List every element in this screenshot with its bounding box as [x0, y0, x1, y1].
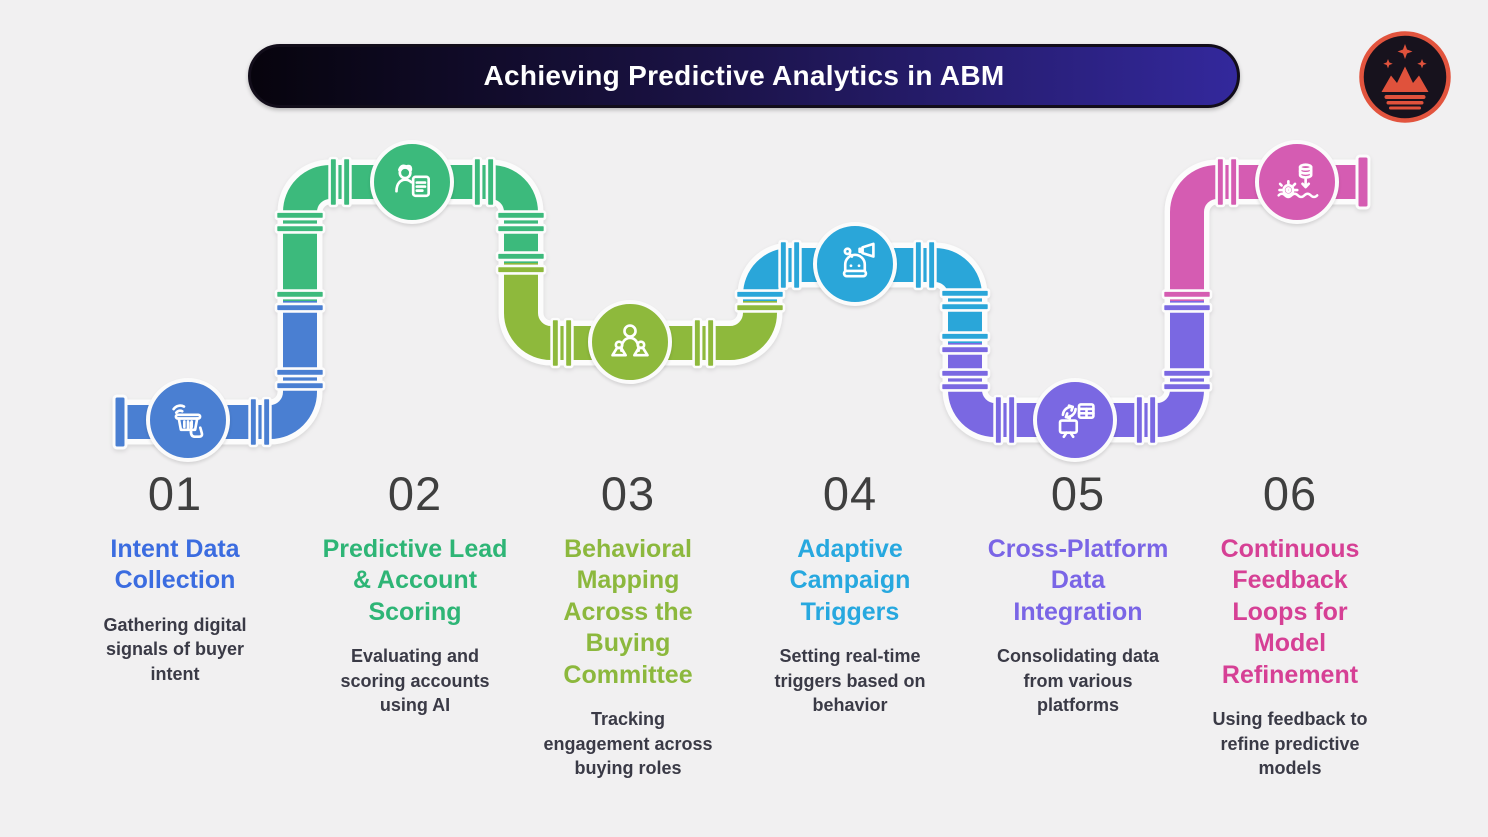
intent-signals-basket-icon	[172, 404, 204, 438]
step1-node	[146, 378, 230, 462]
step4-description: Setting real-time triggers based on beha…	[774, 646, 926, 716]
step3-description: Tracking engagement across buying roles	[543, 709, 713, 779]
step5-number: 05	[1050, 467, 1106, 520]
pipe-segment-blue	[122, 301, 317, 439]
crown-mountains-logo-graphic	[1359, 31, 1451, 123]
step3-column: 03 Behavioral Mapping Across the Buying …	[513, 468, 743, 781]
step5-title: Cross-Platform Data Integration	[987, 534, 1169, 626]
buying-committee-people-icon	[611, 324, 649, 357]
step6-description: Using feedback to refine predictive mode…	[1212, 709, 1368, 779]
device-sync-table-icon	[1058, 403, 1095, 439]
step5-description: Consolidating data from various platform…	[997, 646, 1159, 716]
step4-node	[813, 222, 897, 306]
pipe-endcap-right	[1355, 154, 1371, 210]
step2-title: Predictive Lead & Account Scoring	[322, 534, 508, 626]
step6-column: 06 Continuous Feedback Loops for Model R…	[1175, 468, 1405, 781]
step3-node	[588, 300, 672, 384]
crown-mountains-logo	[1358, 30, 1452, 124]
step1-description: Gathering digital signals of buyer inten…	[103, 614, 247, 684]
pipe-segment-pink	[1170, 165, 1366, 301]
robot-megaphone-icon	[842, 242, 875, 278]
step3-title: Behavioral Mapping Across the Buying Com…	[563, 534, 693, 689]
step6-node	[1255, 140, 1339, 224]
pipe-endcap-left	[112, 394, 128, 450]
page-title: Achieving Predictive Analytics in ABM	[483, 60, 1005, 91]
step1-number: 01	[147, 467, 203, 520]
step4-title: Adaptive Campaign Triggers	[789, 534, 911, 626]
step5-column: 05 Cross-Platform Data Integration Conso…	[963, 468, 1193, 718]
step2-node	[370, 140, 454, 224]
step1-column: 01 Intent Data Collection Gathering digi…	[60, 468, 290, 686]
person-scorecard-icon	[395, 164, 430, 198]
step4-number: 04	[822, 467, 878, 520]
step4-column: 04 Adaptive Campaign Triggers Setting re…	[735, 468, 965, 718]
title-banner: Achieving Predictive Analytics in ABM	[248, 44, 1240, 108]
step3-number: 03	[600, 467, 656, 520]
step2-number: 02	[387, 467, 443, 520]
step1-title: Intent Data Collection	[110, 534, 240, 595]
step5-node	[1033, 378, 1117, 462]
step2-column: 02 Predictive Lead & Account Scoring Eva…	[300, 468, 530, 718]
database-gear-refinement-icon	[1277, 163, 1319, 199]
step6-number: 06	[1262, 467, 1318, 520]
pipe-flanges	[248, 156, 1239, 448]
step2-description: Evaluating and scoring accounts using AI	[340, 646, 490, 716]
step6-title: Continuous Feedback Loops for Model Refi…	[1220, 534, 1360, 689]
